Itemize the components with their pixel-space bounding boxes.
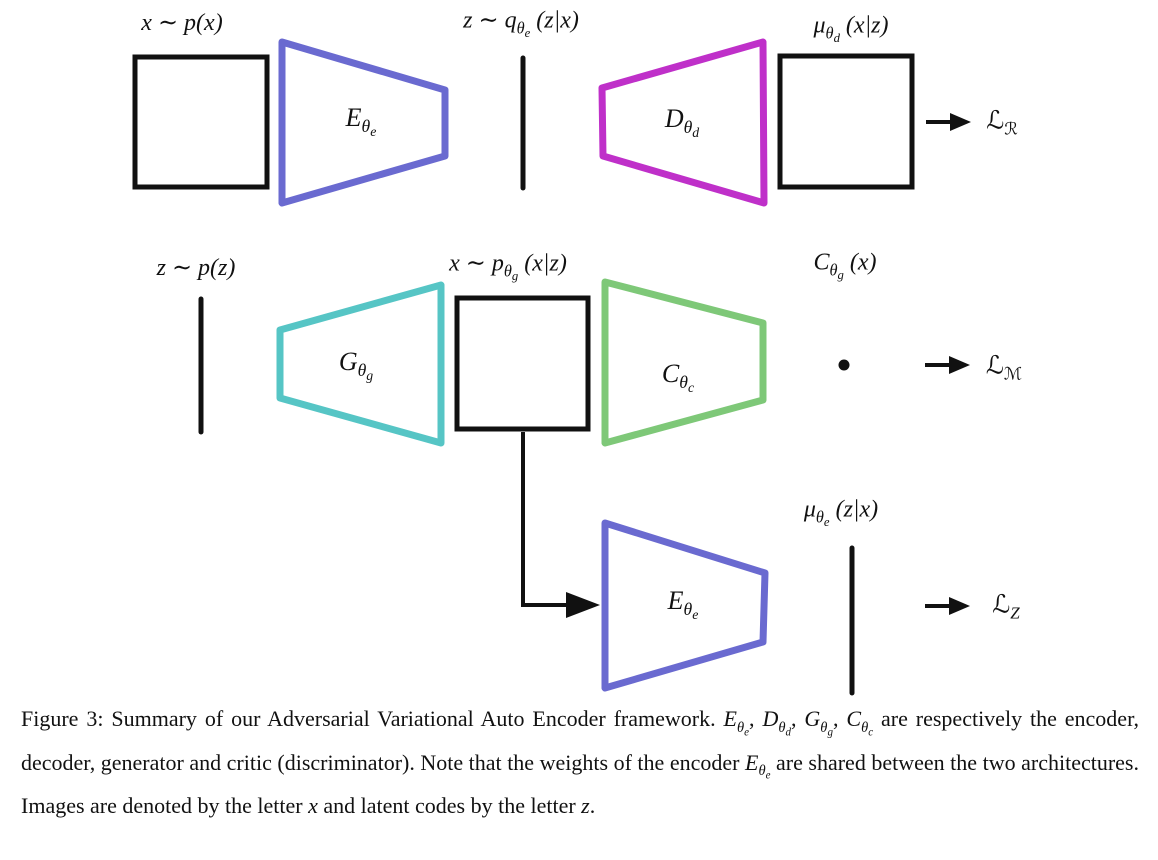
encoder-label: Eθe: [345, 102, 377, 140]
decoder-trapezoid: [598, 38, 768, 207]
input-image-label: x ∼ p(x): [141, 10, 223, 36]
input-image-square: [132, 54, 270, 190]
decoder-label: Dθd: [664, 103, 700, 141]
generator-trapezoid: [276, 281, 445, 447]
shared-encoder-arrow-head: [566, 592, 600, 618]
reconstructed-image-square: [777, 53, 915, 190]
caption-math-critic: Cθc: [846, 706, 874, 739]
critic-output-dot: [838, 359, 850, 371]
latent-code-label: z ∼ qθe (z|x): [463, 7, 579, 40]
shared-encoder-trapezoid: [601, 519, 769, 692]
figure-caption: Figure 3: Summary of our Adversarial Var…: [21, 706, 1140, 819]
reconstruction-loss-label: ℒℛ: [986, 107, 1018, 139]
generator-label: Gθg: [338, 346, 374, 384]
reconstruction-loss-arrow-head: [950, 113, 971, 131]
prior-latent-label: z ∼ p(z): [156, 255, 236, 281]
adversarial-loss-arrow-head: [949, 356, 970, 374]
decoder-mean-label: μθd (x|z): [813, 12, 889, 45]
critic-label: Cθc: [661, 358, 695, 396]
critic-output-label: Cθg (x): [813, 249, 877, 282]
adversarial-loss-label: ℒℳ: [985, 352, 1023, 384]
latent-loss-arrow-head: [949, 597, 970, 615]
caption-math-decoder: Dθd: [762, 706, 791, 739]
latent-loss-label: ℒZ: [992, 591, 1020, 623]
caption-math-z: z: [581, 793, 590, 819]
caption-text: are shared between the two architectures…: [21, 749, 1139, 819]
caption-math-encoder: Eθe: [723, 706, 750, 739]
caption-math-encoder-2: Eθe: [745, 749, 771, 782]
avae-diagram: [132, 38, 971, 696]
encoder-trapezoid: [278, 38, 449, 207]
caption-text: Figure 3: Summary of our Adversarial Var…: [21, 706, 724, 731]
caption-text: .: [589, 793, 596, 819]
shared-encoder-label: Eθe: [667, 585, 699, 623]
caption-text: and latent codes by the letter: [317, 793, 582, 819]
generated-image-square: [454, 295, 591, 432]
caption-text: are respectively the encoder, decoder, g…: [21, 706, 1140, 775]
shared-encoder-connector: [521, 432, 570, 607]
caption-math-x: x: [308, 793, 318, 819]
caption-math-generator: Gθg: [804, 706, 833, 739]
encoder-mean-label: μθe (z|x): [803, 496, 879, 529]
generated-image-label: x ∼ pθg (x|z): [449, 250, 567, 283]
critic-trapezoid: [601, 278, 767, 447]
